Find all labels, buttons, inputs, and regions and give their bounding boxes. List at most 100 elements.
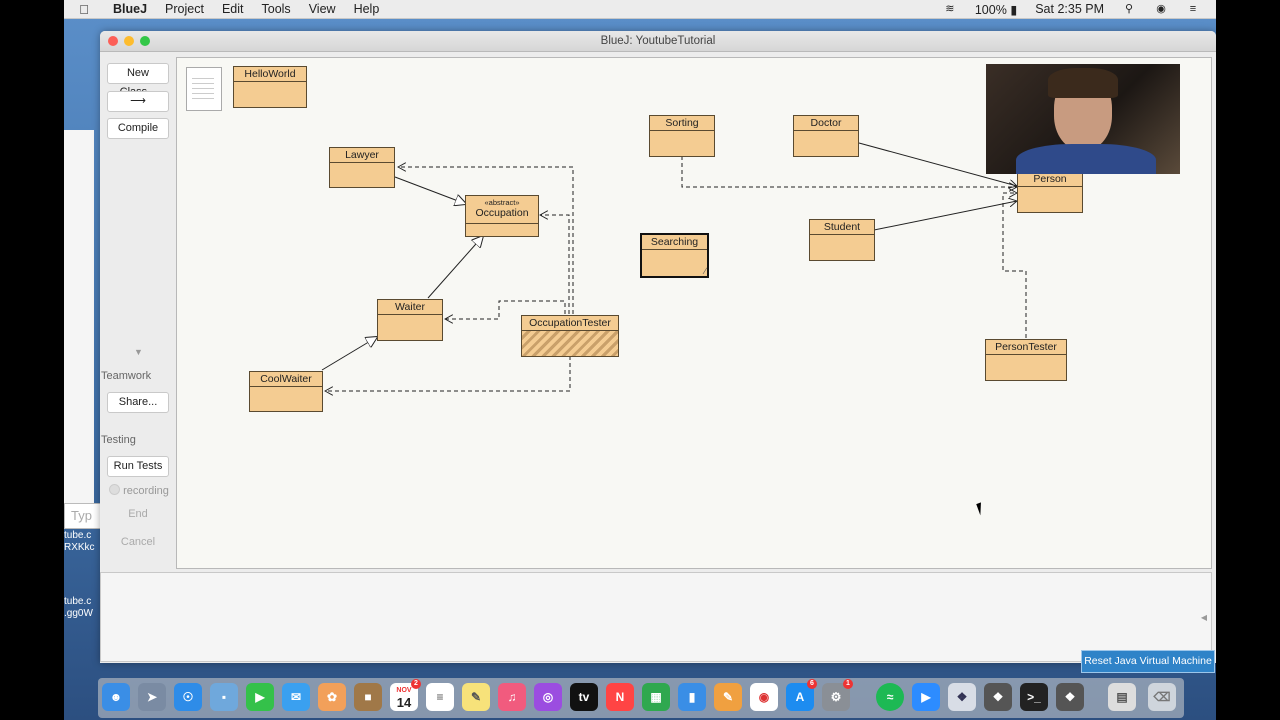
menubar-status: ≋ 100% ▮ Sat 2:35 PM ⚲ ◉ ≡ (943, 2, 1216, 17)
trash-icon[interactable]: ⌫ (1148, 683, 1176, 711)
class-box-helloworld[interactable]: HelloWorld (233, 66, 307, 108)
chrome-icon[interactable]: ◉ (750, 683, 778, 711)
launchpad-icon[interactable]: ➤ (138, 683, 166, 711)
class-name: CoolWaiter (250, 372, 322, 387)
class-box-searching[interactable]: Searching ∕ (640, 233, 709, 278)
collapse-triangle-icon[interactable]: ▼ (134, 347, 143, 357)
menu-tools[interactable]: Tools (261, 2, 291, 16)
background-text: tube.c RXKkc (64, 530, 95, 553)
presenter-shirt (1016, 144, 1156, 174)
tester-uses-occupation (540, 215, 570, 314)
class-box-coolwaiter[interactable]: CoolWaiter (249, 371, 323, 412)
class-name: Doctor (794, 116, 858, 131)
calendar-icon[interactable]: NOV 14 2 (390, 679, 421, 711)
background-text-2: tube.c .gg0W (64, 596, 93, 619)
spotify-icon[interactable]: ≈ (876, 683, 904, 711)
wifi-icon[interactable]: ≋ (945, 3, 955, 15)
safari-icon[interactable]: ☉ (174, 683, 202, 711)
settings-badge: 1 (843, 679, 853, 689)
class-box-occupation[interactable]: «abstract» Occupation (465, 195, 539, 237)
calendar-day: 14 (396, 695, 412, 710)
teamwork-label: Teamwork (101, 370, 152, 382)
menubar-clock[interactable]: Sat 2:35 PM (1035, 2, 1104, 16)
apple-tv-icon[interactable]: tv (570, 683, 598, 711)
window-controls (108, 36, 150, 46)
persontester-uses-person (1002, 193, 1027, 338)
menu-help[interactable]: Help (353, 2, 380, 16)
end-button[interactable]: End (128, 508, 148, 520)
class-box-student[interactable]: Student (809, 219, 875, 261)
menu-project[interactable]: Project (165, 2, 204, 16)
menu-view[interactable]: View (308, 2, 336, 16)
battery-status[interactable]: 100% ▮ (975, 2, 1017, 17)
resize-handle-icon[interactable]: ∕ (704, 266, 706, 276)
maximize-window-button[interactable] (140, 36, 150, 46)
battery-percent: 100% (974, 2, 1007, 17)
class-name: Student (810, 220, 874, 235)
class-box-sorting[interactable]: Sorting (649, 115, 715, 157)
window-titlebar[interactable]: BlueJ: YoutubeTutorial (100, 31, 1216, 52)
class-name: HelloWorld (234, 67, 306, 82)
battery-icon: ▮ (1010, 2, 1018, 17)
notes-icon[interactable]: ✎ (462, 683, 490, 711)
notification-center-icon[interactable]: ≡ (1189, 3, 1197, 15)
background-input: Typ (64, 503, 106, 529)
apple-icon[interactable]:  (64, 2, 104, 17)
photos-icon[interactable]: ✿ (318, 683, 346, 711)
bluej-running-icon[interactable]: ❖ (1056, 683, 1084, 711)
readme-file-icon[interactable] (186, 67, 222, 111)
expand-arrow-icon[interactable]: ◀ (1200, 613, 1207, 622)
messages-icon[interactable]: ✉ (282, 683, 310, 711)
compile-button[interactable]: Compile (107, 118, 169, 139)
documents-stack-icon[interactable]: ▤ (1108, 683, 1136, 711)
keynote-icon[interactable]: ▮ (678, 683, 706, 711)
sorting-uses-person (681, 156, 1017, 187)
music-icon[interactable]: ♫ (498, 683, 526, 711)
siri-icon[interactable]: ◉ (1156, 3, 1166, 15)
pages-icon[interactable]: ✎ (714, 683, 742, 711)
terminal-icon[interactable]: >_ (1020, 683, 1048, 711)
zoom-icon[interactable]: ▶ (912, 683, 940, 711)
reminders-icon[interactable]: ≡ (426, 683, 454, 711)
preview-icon[interactable]: ▪ (210, 683, 238, 711)
share-button[interactable]: Share... (107, 392, 169, 413)
terminal-area[interactable]: ◀ (100, 572, 1212, 662)
greenfoot-icon[interactable]: ❖ (984, 683, 1012, 711)
spotlight-search-icon[interactable]: ⚲ (1124, 3, 1134, 15)
class-name: Lawyer (330, 148, 394, 163)
app-store-icon[interactable]: A 6 (786, 679, 817, 711)
tester-uses-waiter (445, 300, 566, 319)
menu-edit[interactable]: Edit (221, 2, 244, 16)
news-icon[interactable]: N (606, 683, 634, 711)
system-preferences-icon[interactable]: ⚙ 1 (822, 679, 853, 711)
run-tests-button[interactable]: Run Tests (107, 456, 169, 477)
class-box-waiter[interactable]: Waiter (377, 299, 443, 341)
recording-label: recording (123, 485, 169, 497)
coolwaiter-extends-waiter (321, 337, 377, 371)
cancel-button[interactable]: Cancel (120, 536, 156, 548)
class-name: Occupation (475, 207, 529, 219)
bluej-icon[interactable]: ❖ (948, 683, 976, 711)
minimize-window-button[interactable] (124, 36, 134, 46)
close-window-button[interactable] (108, 36, 118, 46)
class-name: Sorting (650, 116, 714, 131)
facetime-icon[interactable]: ▶ (246, 683, 274, 711)
class-box-persontester[interactable]: PersonTester (985, 339, 1067, 381)
reset-jvm-button[interactable]: Reset Java Virtual Machine (1081, 650, 1215, 673)
podcasts-icon[interactable]: ◎ (534, 683, 562, 711)
class-diagram-canvas[interactable]: HelloWorld Lawyer «abstract» Occupation … (176, 57, 1212, 569)
doctor-to-person (858, 142, 1017, 186)
new-class-button[interactable]: New Class... (107, 63, 169, 98)
numbers-icon[interactable]: ▦ (642, 683, 670, 711)
finder-icon[interactable]: ☻ (102, 683, 130, 711)
class-box-doctor[interactable]: Doctor (793, 115, 859, 157)
class-box-occupationtester[interactable]: OccupationTester (521, 315, 619, 357)
webcam-overlay (986, 64, 1180, 174)
class-box-person[interactable]: Person (1017, 171, 1083, 213)
waiter-extends-occupation (427, 236, 483, 299)
add-arrow-button[interactable]: ⟶ (107, 91, 169, 112)
app-store-badge: 6 (807, 679, 817, 689)
menu-app-bluej[interactable]: BlueJ (113, 2, 148, 16)
contacts-icon[interactable]: ■ (354, 683, 382, 711)
class-box-lawyer[interactable]: Lawyer (329, 147, 395, 188)
